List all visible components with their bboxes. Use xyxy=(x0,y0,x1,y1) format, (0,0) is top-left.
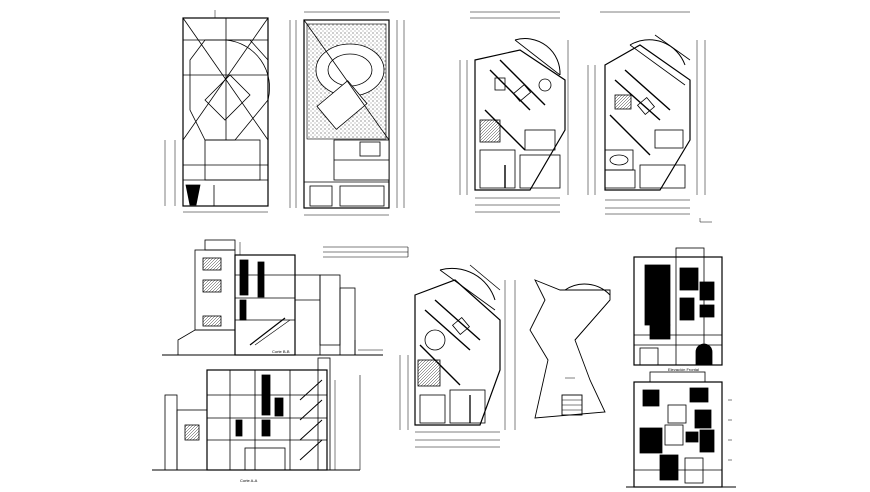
front-elevation-caption: Elevación Frontal xyxy=(668,367,699,372)
title-strip xyxy=(323,246,409,258)
floor-plan-typical xyxy=(399,264,516,448)
section-a-caption: Corte A-A xyxy=(240,478,258,483)
front-elevation xyxy=(633,247,723,366)
floor-plan-ground xyxy=(459,11,569,213)
building-section-2 xyxy=(152,357,361,471)
building-section-1 xyxy=(162,239,383,356)
site-plan-outline xyxy=(164,10,270,213)
section-b-caption: Corte B-B xyxy=(272,349,290,354)
roof-plan xyxy=(529,279,611,419)
landscape-plan xyxy=(289,11,405,216)
floor-plan-upper xyxy=(587,11,712,223)
rear-elevation xyxy=(626,371,736,488)
